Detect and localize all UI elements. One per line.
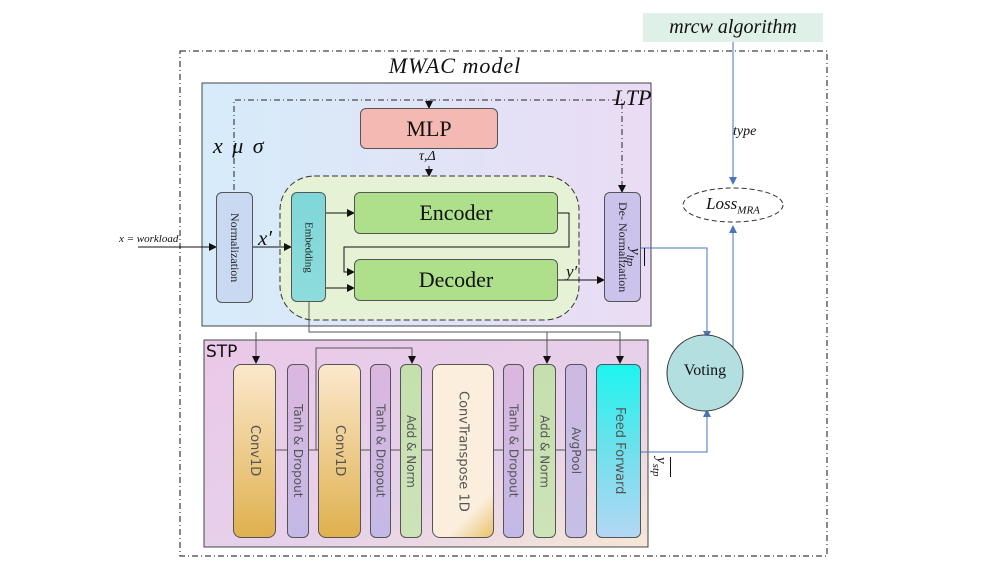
decoder-label: Decoder <box>418 267 494 292</box>
tau-delta-label: τ,Δ <box>419 149 436 164</box>
y-prime-label: y′ <box>566 262 578 281</box>
y-ltp-text: y <box>627 248 643 255</box>
loss-text: Loss <box>706 194 738 213</box>
embedding-block: Embedding <box>291 192 326 302</box>
ltp-label: LTP <box>614 85 652 110</box>
stp-block-feedforward: Feed Forward <box>596 364 641 538</box>
encoder-block: Encoder <box>354 192 558 234</box>
encoder-label: Encoder <box>419 200 493 225</box>
denormalization-block: De- Normalization <box>604 192 641 302</box>
voting-label: Voting <box>683 362 727 379</box>
stp-block-conv1d-2: Conv1D <box>318 364 361 538</box>
normalization-block: Normalization <box>216 192 253 303</box>
stp-block-label: Conv1D <box>247 425 262 477</box>
loss-label: LossMRA <box>683 194 783 216</box>
normalization-label: Normalization <box>228 212 242 283</box>
page-title: MWAC model <box>388 53 522 78</box>
stp-block-label: Feed Forward <box>611 407 627 495</box>
y-stp-subscript: stp <box>650 463 662 477</box>
stp-block-convtranspose: ConvTranspose 1D <box>432 364 494 538</box>
stp-block-label: Tanh & Dropout <box>373 404 388 498</box>
stp-block-label: Add & Norm <box>404 414 418 488</box>
input-label: x = workload <box>119 233 179 245</box>
y-stp-text: y <box>653 457 669 464</box>
algorithm-label: mrcw algorithm <box>669 16 797 38</box>
mlp-label: MLP <box>406 115 452 141</box>
denormalization-label: De- Normalization <box>616 201 630 293</box>
stp-block-tanh-3: Tanh & Dropout <box>503 364 524 538</box>
y-ltp-label: yltp <box>624 248 645 267</box>
stp-block-label: AvgPool <box>569 427 583 475</box>
stp-block-label: Tanh & Dropout <box>506 404 521 498</box>
embedding-label: Embedding <box>302 221 315 273</box>
stp-block-label: Tanh & Dropout <box>291 404 305 498</box>
stp-block-conv1d-1: Conv1D <box>233 364 276 538</box>
algorithm-box: mrcw algorithm <box>643 13 823 42</box>
mlp-block: MLP <box>360 108 498 149</box>
loss-ellipse <box>682 187 784 223</box>
type-label: type <box>733 124 757 139</box>
stp-block-tanh-2: Tanh & Dropout <box>370 364 391 538</box>
voting-circle <box>666 334 744 412</box>
stp-block-label: ConvTranspose 1D <box>455 390 471 512</box>
x-prime-label: x′ <box>258 226 272 250</box>
stp-label: STP <box>206 342 238 362</box>
y-stp-label: ystp <box>650 457 671 477</box>
stp-block-avgpool: AvgPool <box>565 364 587 538</box>
y-ltp-subscript: ltp <box>624 254 636 267</box>
loss-subscript: MRA <box>737 204 760 217</box>
stats-label: x μ σ <box>213 133 266 158</box>
stp-block-addnorm-2: Add & Norm <box>533 364 556 538</box>
stp-block-label: Conv1D <box>332 425 347 477</box>
outer-frame <box>179 50 828 557</box>
stp-block-addnorm-1: Add & Norm <box>400 364 422 538</box>
decoder-block: Decoder <box>354 259 558 301</box>
stp-block-tanh-1: Tanh & Dropout <box>287 364 309 538</box>
stp-block-label: Add & Norm <box>537 414 552 488</box>
